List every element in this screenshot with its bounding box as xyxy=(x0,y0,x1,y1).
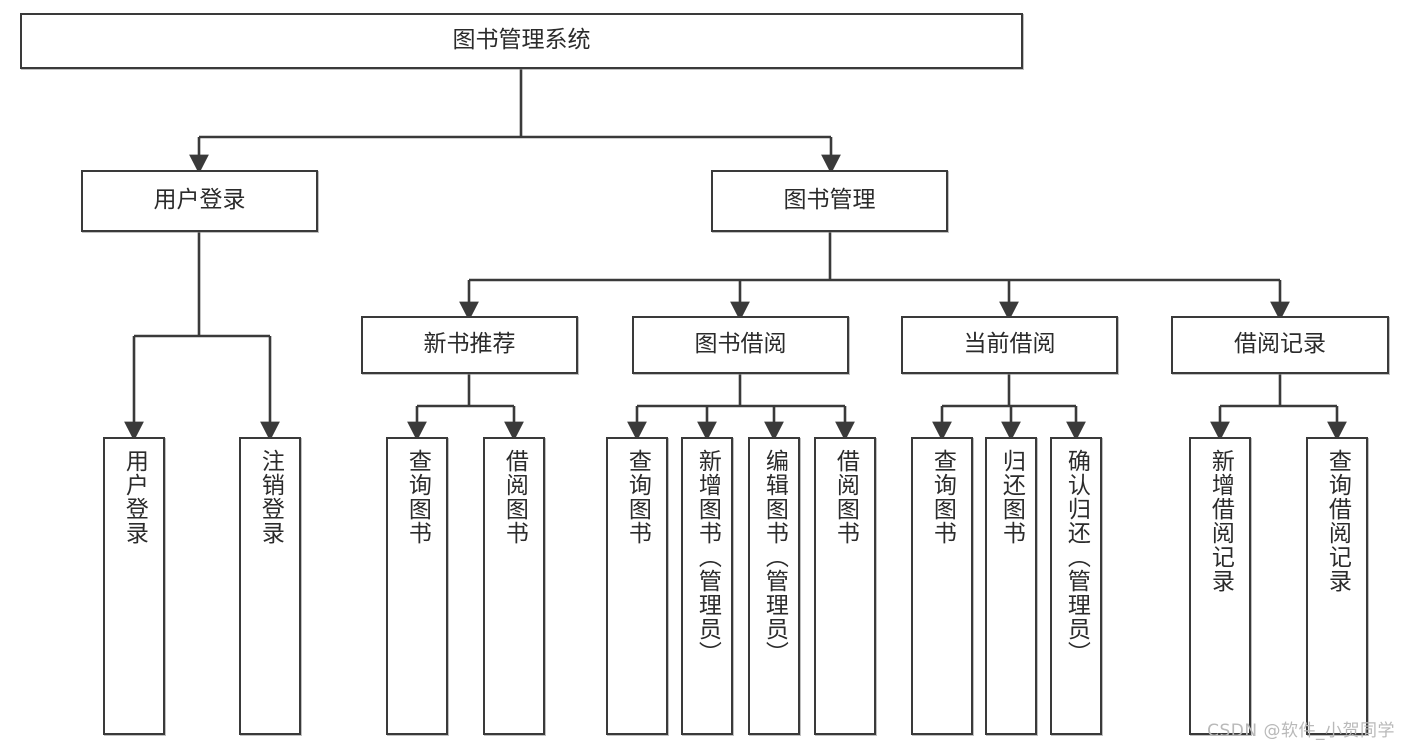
csdn-watermark: CSDN @软件_小贺同学 xyxy=(1207,721,1395,741)
node-leaf-add-book[interactable]: 新增图书（管理员） xyxy=(681,437,733,735)
node-leaf-query-book-3[interactable]: 查询图书 xyxy=(911,437,973,735)
node-leaf-add-book-label: 新增图书（管理员） xyxy=(694,449,721,665)
node-leaf-user-login[interactable]: 用户登录 xyxy=(103,437,165,735)
node-current-borrow-label: 当前借阅 xyxy=(963,331,1056,358)
node-leaf-return-book-label: 归还图书 xyxy=(998,449,1025,545)
node-leaf-confirm-return-label: 确认归还（管理员） xyxy=(1063,449,1090,665)
node-leaf-borrow-book-1-label: 借阅图书 xyxy=(501,449,528,545)
node-borrow-record[interactable]: 借阅记录 xyxy=(1171,316,1389,374)
node-leaf-edit-book-label: 编辑图书（管理员） xyxy=(761,449,788,665)
node-root[interactable]: 图书管理系统 xyxy=(20,13,1023,69)
node-leaf-user-login-label: 用户登录 xyxy=(121,449,148,545)
node-user-login-label: 用户登录 xyxy=(153,187,246,214)
node-leaf-query-book-3-label: 查询图书 xyxy=(929,449,956,545)
node-book-borrow[interactable]: 图书借阅 xyxy=(632,316,849,374)
node-root-label: 图书管理系统 xyxy=(452,27,591,54)
node-leaf-query-book-1-label: 查询图书 xyxy=(404,449,431,545)
node-new-book-recommend-label: 新书推荐 xyxy=(423,331,516,358)
node-new-book-recommend[interactable]: 新书推荐 xyxy=(361,316,578,374)
node-leaf-logout[interactable]: 注销登录 xyxy=(239,437,301,735)
node-leaf-add-record[interactable]: 新增借阅记录 xyxy=(1189,437,1251,735)
node-leaf-query-book-2-label: 查询图书 xyxy=(624,449,651,545)
node-leaf-borrow-book-1[interactable]: 借阅图书 xyxy=(483,437,545,735)
node-leaf-query-book-2[interactable]: 查询图书 xyxy=(606,437,668,735)
node-leaf-logout-label: 注销登录 xyxy=(257,449,284,545)
node-book-manage[interactable]: 图书管理 xyxy=(711,170,948,232)
node-leaf-query-book-1[interactable]: 查询图书 xyxy=(386,437,448,735)
node-current-borrow[interactable]: 当前借阅 xyxy=(901,316,1118,374)
node-leaf-confirm-return[interactable]: 确认归还（管理员） xyxy=(1050,437,1102,735)
node-leaf-add-record-label: 新增借阅记录 xyxy=(1207,449,1234,593)
node-leaf-return-book[interactable]: 归还图书 xyxy=(985,437,1037,735)
node-leaf-query-record[interactable]: 查询借阅记录 xyxy=(1306,437,1368,735)
node-user-login[interactable]: 用户登录 xyxy=(81,170,318,232)
node-leaf-borrow-book-2-label: 借阅图书 xyxy=(832,449,859,545)
node-book-manage-label: 图书管理 xyxy=(783,187,876,214)
node-borrow-record-label: 借阅记录 xyxy=(1234,331,1326,358)
node-leaf-borrow-book-2[interactable]: 借阅图书 xyxy=(814,437,876,735)
node-book-borrow-label: 图书借阅 xyxy=(694,331,787,358)
node-leaf-query-record-label: 查询借阅记录 xyxy=(1324,449,1351,593)
node-leaf-edit-book[interactable]: 编辑图书（管理员） xyxy=(748,437,800,735)
